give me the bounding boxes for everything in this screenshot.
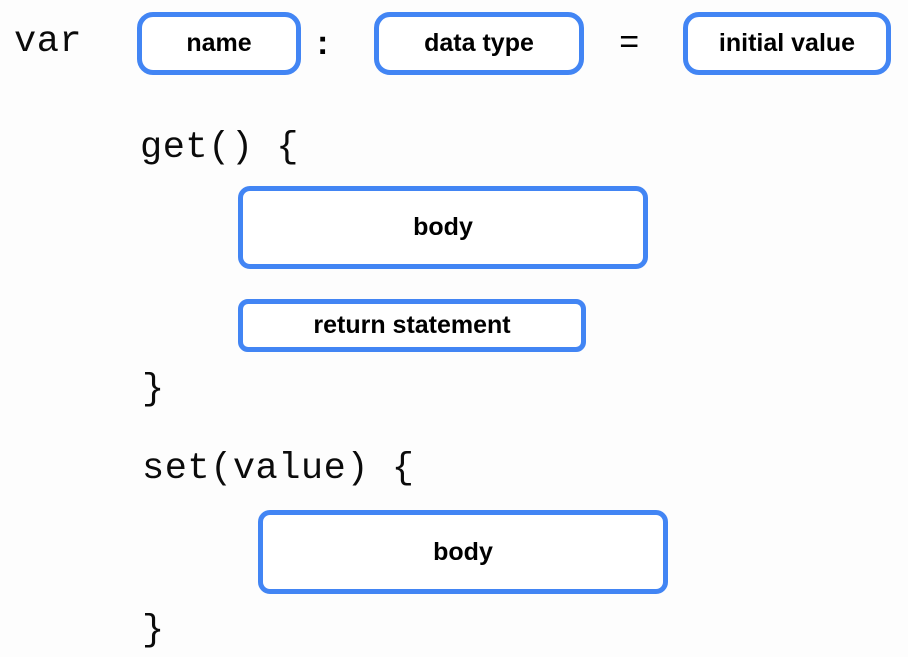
getter-body-placeholder-box[interactable]: body <box>238 186 648 269</box>
initial-value-placeholder-label: initial value <box>718 29 856 57</box>
data-type-placeholder-label: data type <box>424 29 534 57</box>
return-statement-placeholder-box[interactable]: return statement <box>238 299 586 352</box>
colon-operator: : <box>317 24 329 62</box>
initial-value-placeholder-box[interactable]: initial value <box>683 12 891 75</box>
setter-body-placeholder-label: body <box>433 537 493 566</box>
equals-operator: = <box>619 26 640 64</box>
getter-header: get() { <box>140 127 299 169</box>
name-placeholder-label: name <box>186 29 252 57</box>
setter-closing-brace: } <box>142 610 165 652</box>
var-keyword: var <box>14 21 83 63</box>
setter-body-placeholder-box[interactable]: body <box>258 510 668 594</box>
setter-header: set(value) { <box>142 448 415 490</box>
data-type-placeholder-box[interactable]: data type <box>374 12 584 75</box>
getter-body-placeholder-label: body <box>413 213 473 241</box>
name-placeholder-box[interactable]: name <box>137 12 301 75</box>
return-statement-placeholder-label: return statement <box>313 311 511 339</box>
getter-closing-brace: } <box>142 369 165 411</box>
